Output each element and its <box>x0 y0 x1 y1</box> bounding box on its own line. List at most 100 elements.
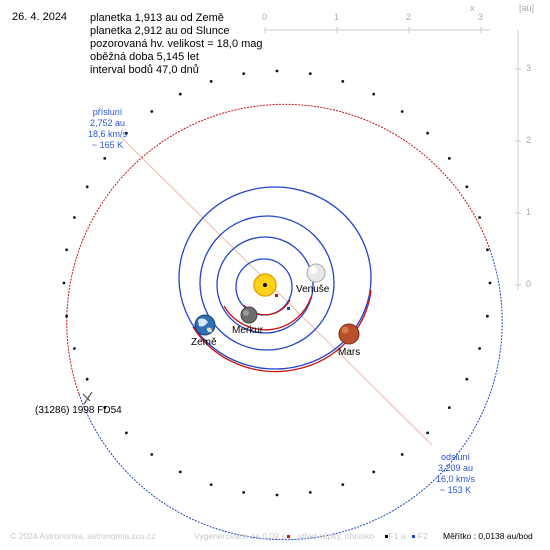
venus-label: Venuše <box>296 284 330 295</box>
orbit-point <box>275 69 279 73</box>
orbit-point <box>242 72 246 75</box>
orbit-point <box>465 377 469 381</box>
orbit-point <box>400 110 404 113</box>
orbit-point <box>308 72 312 75</box>
aphelion-temperature: ~ 153 K <box>439 485 472 495</box>
mercury-icon <box>240 306 258 324</box>
orbit-point <box>209 80 213 83</box>
x-tick-label: 0 <box>262 12 268 22</box>
mars-icon <box>338 323 360 345</box>
legend-f1-label: F1 a <box>388 531 406 541</box>
info-line-magnitude: pozorovaná hv. velikost = 18,0 mag <box>90 38 263 50</box>
orbit-point <box>486 314 489 318</box>
apsidal-line <box>120 136 433 446</box>
orbit-point <box>73 347 76 350</box>
y-axis-ticks <box>515 68 521 286</box>
orbit-point <box>447 157 451 160</box>
generated-time: Vygenerováno za 0,09 s <box>194 531 286 541</box>
info-line-interval: interval bodů 47,0 dnů <box>90 64 199 76</box>
orbit-point <box>372 92 376 96</box>
info-lines: planetka 1,913 au od Země planetka 2,912… <box>90 12 263 77</box>
x-tick-label: 2 <box>406 12 412 22</box>
perihelion-title: přísluní <box>92 107 123 117</box>
focus-marker <box>287 307 290 310</box>
earth-icon <box>194 314 216 336</box>
y-tick-label: 0 <box>526 279 532 289</box>
orbit-point <box>178 470 182 474</box>
orbit-point <box>73 216 76 219</box>
y-tick-label: 1 <box>526 207 532 217</box>
orbit-point <box>150 453 154 456</box>
orbit-point <box>426 131 429 135</box>
orbit-point <box>65 314 68 318</box>
orbit-point <box>103 157 107 160</box>
aphelion-speed: 16,0 km/s <box>435 474 475 484</box>
orbit-point <box>400 453 404 456</box>
mars-label: Mars <box>338 347 361 358</box>
orbit-point <box>85 185 89 189</box>
orbit-point <box>488 281 492 285</box>
ellipse-center-marker <box>275 294 278 297</box>
orbit-point <box>65 248 68 252</box>
orbit-point <box>62 281 66 285</box>
sun-icon <box>253 273 277 297</box>
legend-f2-marker <box>412 535 415 538</box>
orbit-point <box>341 483 345 486</box>
perihelion-temperature: ~ 165 K <box>91 140 124 150</box>
info-line-earth-distance: planetka 1,913 au od Země <box>90 12 224 24</box>
perihelion-distance: 2,752 au <box>89 118 126 128</box>
orbit-point <box>150 110 154 113</box>
copyright-link[interactable]: © 2024 Astronomia, astronomia.zcu.cz <box>10 531 156 541</box>
venus-icon <box>306 263 326 283</box>
orbit-point <box>478 347 481 350</box>
orbit-point <box>478 216 481 219</box>
perihelion-speed: 18,6 km/s <box>87 129 127 139</box>
venus-orbit <box>216 236 314 334</box>
asteroid-orbit-points <box>62 69 492 497</box>
x-axis-letter: x <box>470 3 475 13</box>
axis-unit-label: [au] <box>519 3 535 13</box>
orbit-point <box>465 185 469 189</box>
x-tick-label: 1 <box>334 12 340 22</box>
mars-orbit-south <box>192 289 372 373</box>
orbit-point <box>447 406 451 409</box>
orbit-point <box>242 491 246 494</box>
aphelion-label: odsluní 3,209 au 16,0 km/s ~ 153 K <box>428 452 483 496</box>
perihelion-label: přísluní 2,752 au 18,6 km/s ~ 165 K <box>80 107 135 151</box>
info-line-period: oběžná doba 5,145 let <box>90 51 199 63</box>
asteroid-marker-icon <box>82 391 93 405</box>
earth-orbit <box>199 215 335 351</box>
asteroid-orbit-north <box>78 249 503 541</box>
asteroid-orbit-south <box>66 103 491 395</box>
orbit-point <box>209 483 213 486</box>
x-axis-ticks <box>264 27 482 33</box>
scale-label: Měřítko : 0,0138 au/bod <box>443 531 533 541</box>
orbit-point <box>341 80 345 83</box>
footer: © 2024 Astronomia, astronomia.zcu.cz Vyg… <box>10 531 434 541</box>
y-tick-label: 3 <box>526 63 532 73</box>
orbit-point <box>486 248 489 252</box>
orbit-point <box>308 491 312 494</box>
orbit-point <box>125 431 128 435</box>
legend-center-label: střed elipsy, ohnisko <box>297 531 375 541</box>
aphelion-distance: 3,209 au <box>437 463 474 473</box>
date-label: 26. 4. 2024 <box>12 11 68 23</box>
y-tick-label: 2 <box>526 135 532 145</box>
orbit-point <box>125 131 128 135</box>
orbit-point <box>426 431 429 435</box>
asteroid-label: (31286) 1998 FD54 <box>35 405 122 416</box>
orbit-point <box>178 92 182 96</box>
legend-f1-marker <box>385 535 388 538</box>
legend-f2-label: F2 <box>417 531 428 541</box>
orbit-point <box>275 493 279 497</box>
mars-orbit <box>178 186 372 370</box>
x-tick-label: 3 <box>478 12 484 22</box>
earth-label: Země <box>191 337 217 348</box>
aphelion-title: odsluní <box>440 452 471 462</box>
mercury-label: Merkur <box>232 325 264 336</box>
info-line-sun-distance: planetka 2,912 au od Slunce <box>90 25 230 37</box>
venus-orbit-south <box>223 296 312 331</box>
orbit-point <box>103 406 107 409</box>
